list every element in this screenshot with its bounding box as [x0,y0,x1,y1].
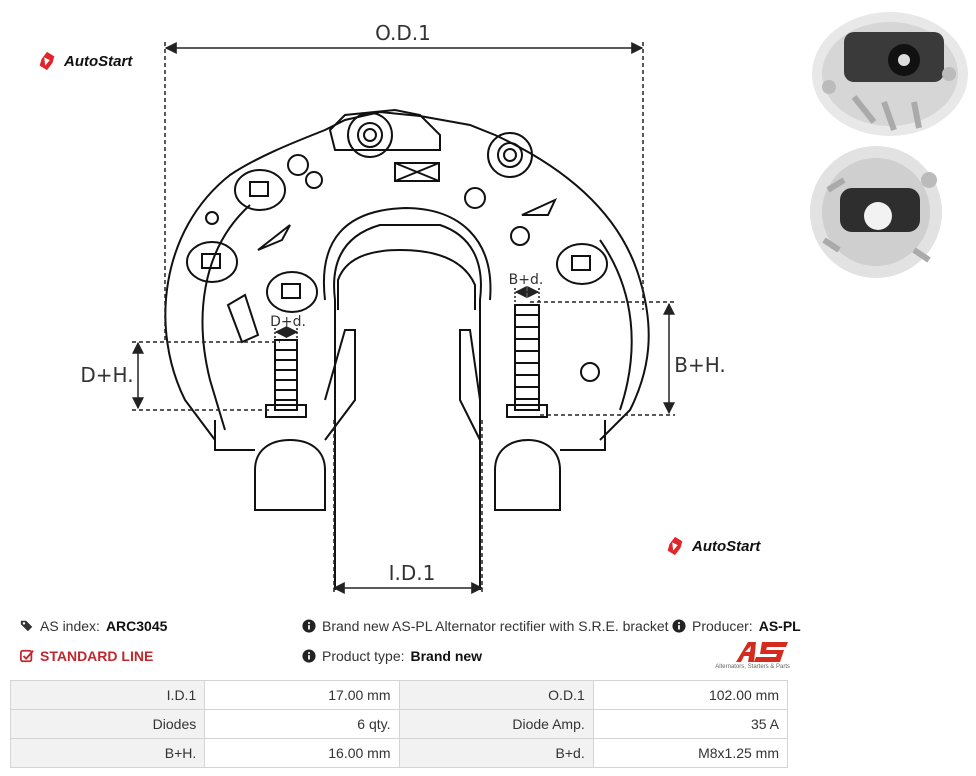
spec-value: 6 qty. [204,709,400,739]
table-row: I.D.1 17.00 mm O.D.1 102.00 mm [9,680,789,710]
autostart-logo-text: AutoStart [64,52,133,70]
info-icon [302,619,316,633]
as-pl-tagline: Alternators, Starters & Parts [715,664,790,670]
spec-label: O.D.1 [398,680,594,710]
info-icon [302,649,316,663]
spec-value: 102.00 mm [592,680,789,710]
spec-label: Diode Amp. [398,709,594,739]
spec-label: Diodes [9,709,206,739]
spec-value: 16.00 mm [204,738,400,768]
bd-label: B+d. [509,272,544,288]
product-photo-top[interactable] [804,2,974,142]
producer-value: AS-PL [758,618,801,634]
product-type-label: Product type: [322,648,405,664]
spec-label: I.D.1 [9,680,206,710]
dh-label: D+H. [80,363,133,387]
table-row: Diodes 6 qty. Diode Amp. 35 A [9,709,789,739]
bh-label: B+H. [674,353,726,377]
as-pl-mark-icon [736,642,788,662]
standard-line-text: STANDARD LINE [40,648,154,664]
autostart-logo-top: AutoStart [36,50,132,72]
rectifier-drawing: O.D.1 I.D.1 D+H. B+H. D+d. B+d. [80,21,726,594]
rectifier-terminals [186,112,608,382]
tags-icon [20,620,33,632]
info-icon [672,619,686,633]
autostart-logo-text: AutoStart [692,537,761,555]
rectifier-outline [164,108,650,590]
product-type: Product type: Brand new [302,648,482,664]
d-bolt [265,339,307,418]
od-label: O.D.1 [375,21,431,45]
product-type-value: Brand new [410,648,483,664]
autostart-logo-bottom: AutoStart [664,535,760,557]
as-pl-logo: Alternators, Starters & Parts [700,640,790,670]
autostart-mark-icon [39,51,55,71]
producer: Producer: AS-PL [672,618,801,634]
spec-label: B+d. [398,738,594,768]
product-description: Brand new AS-PL Alternator rectifier wit… [302,618,669,634]
table-row: B+H. 16.00 mm B+d. M8x1.25 mm [9,738,789,768]
standard-line-badge: STANDARD LINE [20,648,153,664]
spec-value: 17.00 mm [204,680,400,710]
spec-value: 35 A [592,709,789,739]
spec-value: M8x1.25 mm [592,738,789,768]
spec-label: B+H. [9,738,206,768]
spec-table: I.D.1 17.00 mm O.D.1 102.00 mm Diodes 6 … [9,680,789,768]
as-index-label: AS index: [40,618,100,634]
producer-label: Producer: [692,618,753,634]
autostart-mark-icon [667,536,683,556]
as-index-value: ARC3045 [105,618,168,634]
product-photo-bottom[interactable] [804,140,974,285]
dd-label: D+d. [270,314,306,330]
b-bolt [506,304,548,418]
checkbox-checked-icon [20,649,34,663]
description-text: Brand new AS-PL Alternator rectifier wit… [322,618,669,634]
as-index: AS index: ARC3045 [20,618,167,634]
id-label: I.D.1 [389,561,436,585]
